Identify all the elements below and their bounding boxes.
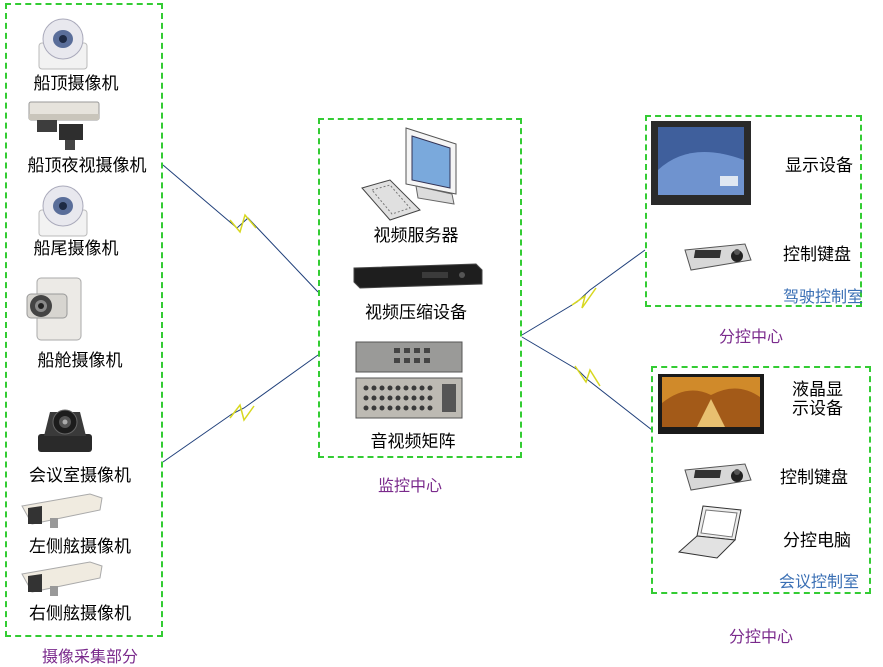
bridge-room-caption: 分控中心	[718, 327, 784, 346]
device-label: 视频压缩设备	[365, 303, 467, 323]
bridge-room-label: 驾驶控制室	[783, 287, 864, 306]
device-label: 视频服务器	[373, 226, 459, 246]
camera-label: 船尾摄像机	[33, 239, 119, 259]
monitor-center-box	[318, 118, 522, 458]
matrix-icon	[354, 340, 466, 426]
dome-camera-icon	[36, 182, 90, 244]
night-vision-camera-icon	[27, 98, 101, 156]
bullet-camera-icon	[20, 490, 104, 534]
dome-camera-icon	[36, 15, 90, 77]
camera-label: 船舱摄像机	[37, 351, 123, 371]
control-keyboard-icon	[683, 240, 753, 278]
device-label: 控制键盘	[780, 468, 848, 488]
link-bridge-room	[521, 249, 646, 336]
ptz-camera-icon	[36, 398, 94, 460]
dvr-icon	[352, 260, 484, 294]
bolt-icon	[229, 403, 255, 422]
device-label: 液晶显 示设备	[792, 380, 843, 419]
device-label: 音视频矩阵	[370, 432, 456, 452]
meeting-room-box	[651, 366, 871, 594]
link-meeting-room	[521, 336, 653, 431]
computer-icon	[360, 124, 466, 228]
camera-label: 船顶夜视摄像机	[27, 156, 147, 176]
camera-label: 船顶摄像机	[33, 74, 119, 94]
lcd-display-icon	[657, 373, 765, 439]
meeting-room-caption: 分控中心	[728, 627, 794, 646]
bridge-room-box	[645, 115, 862, 307]
laptop-icon	[677, 502, 743, 564]
camera-group-caption: 摄像采集部分	[41, 647, 139, 666]
box-camera-icon	[23, 276, 83, 348]
bullet-camera-icon	[20, 558, 104, 602]
device-label: 控制键盘	[783, 245, 851, 265]
monitor-icon	[650, 120, 752, 210]
bolt-icon	[571, 287, 597, 309]
control-keyboard-icon	[683, 460, 753, 498]
device-label: 显示设备	[785, 156, 853, 176]
camera-label: 左侧舷摄像机	[29, 537, 131, 557]
link-cameras-bottom	[162, 354, 319, 463]
camera-label: 右侧舷摄像机	[29, 604, 131, 624]
device-label: 分控电脑	[783, 531, 851, 551]
bolt-icon	[229, 213, 257, 234]
bolt-icon	[574, 365, 601, 387]
monitor-center-caption: 监控中心	[377, 476, 443, 495]
camera-label: 会议室摄像机	[29, 466, 131, 486]
camera-group-box	[5, 3, 163, 637]
meeting-room-label: 会议控制室	[779, 572, 860, 591]
